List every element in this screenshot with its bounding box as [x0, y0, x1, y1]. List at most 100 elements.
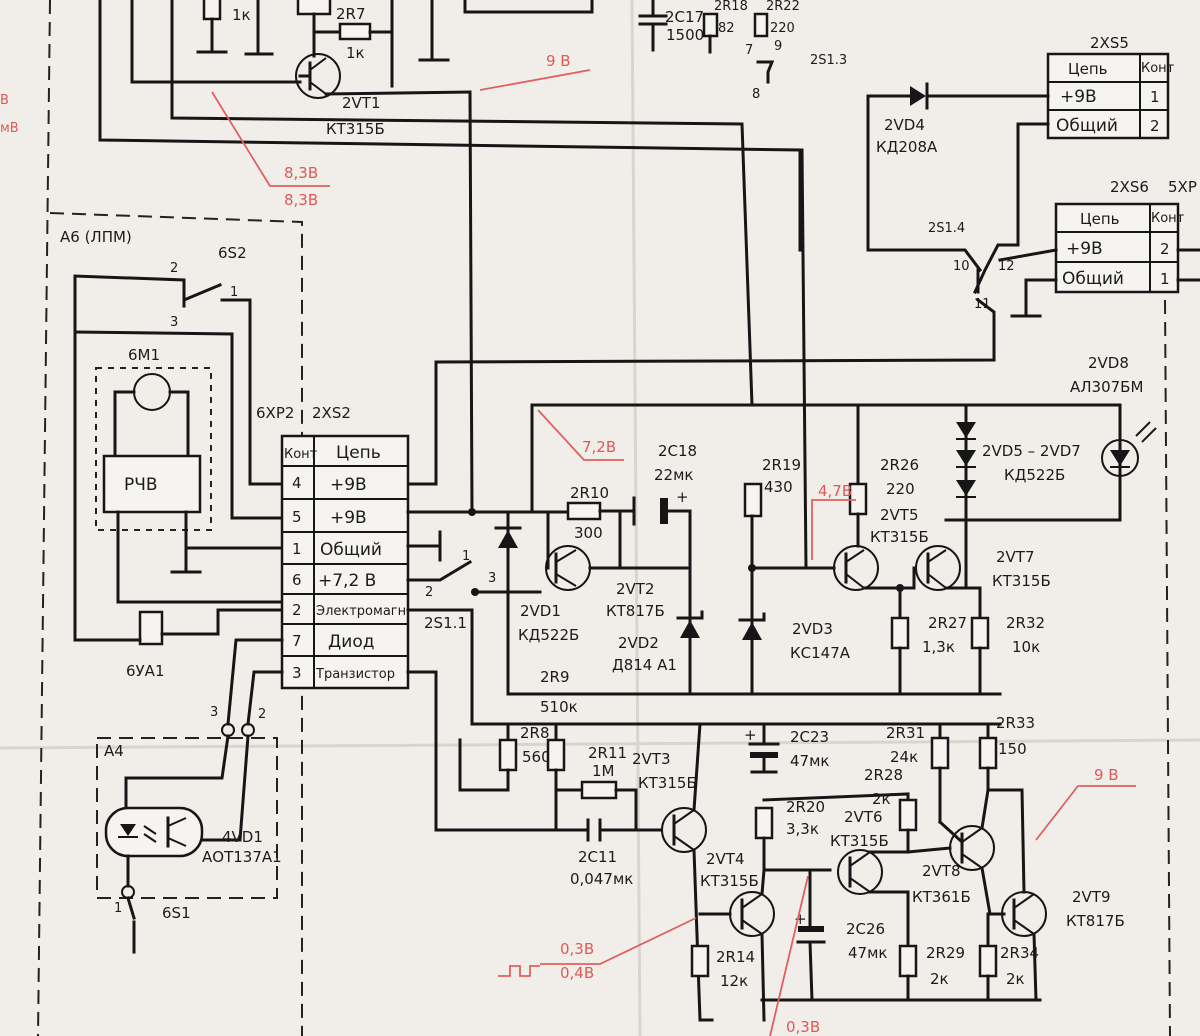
capacitor-c23-plus: +: [744, 726, 757, 744]
resistor-r33-label: 2R33: [996, 714, 1035, 732]
resistor-r19-value: 430: [764, 478, 793, 496]
annotation-04v: 0,4В: [560, 964, 594, 982]
resistor-r31: [930, 736, 950, 770]
diode-vd4: [910, 86, 926, 106]
transistor-vt2-label: 2VT2: [616, 580, 655, 598]
transistor-vt5: [833, 545, 879, 591]
connector-xp5-label: 5ХР: [1168, 178, 1197, 196]
optocoupler-vd1-label: 4VD1: [222, 828, 263, 846]
resistor-r32-value: 10к: [1012, 638, 1040, 656]
xs2-row-5-net: Электромагн: [316, 604, 406, 619]
diodes-vd5-vd7-label: 2VD5 – 2VD7: [982, 442, 1081, 460]
transistor-vt8-label: 2VT8: [922, 862, 961, 880]
annotation-83v-b: 8,3В: [284, 191, 318, 209]
capacitor-c23: [750, 752, 778, 758]
capacitor-c11-value: 0,047мк: [570, 870, 633, 888]
resistor-r9-label: 2R9: [540, 668, 570, 686]
block-a6: А6 (ЛПМ) 6S2 2 3 1 6М1 РЧВ 6УА1 6ХР2 2ХS…: [60, 228, 351, 680]
zener-vd3-type: КС147А: [790, 644, 851, 662]
connector-xp2-label: 6ХР2: [256, 404, 294, 422]
a4-terminal-2: [241, 723, 255, 737]
capacitor-c23-label: 2С23: [790, 728, 829, 746]
transistor-vt1-label: 2VT1: [342, 94, 381, 112]
resistor-r8-value: 560: [522, 748, 551, 766]
resistor-r34-label: 2R34: [1000, 944, 1039, 962]
voltage-annotations: 9 В 8,3В 8,3В 7,2В 4,7В 9 В 0,3В 0,4В 0,…: [0, 52, 1136, 1036]
capacitor-c18: [660, 498, 668, 524]
resistor-r31-value: 24к: [890, 748, 918, 766]
xs2-row-4-net: +7,2 В: [318, 571, 376, 591]
resistor-r22: [753, 12, 769, 38]
transistor-vt5-type: КТ315Б: [870, 528, 929, 546]
capacitor-c23-value: 47мк: [790, 752, 829, 770]
left-dashed-border: [37, 0, 51, 1036]
resistor-r33: [978, 736, 998, 770]
resistor-r26-label: 2R26: [880, 456, 919, 474]
optocoupler-vd1-type: АОТ137А1: [202, 848, 282, 866]
resistor-r8: [498, 738, 518, 772]
capacitor-c26-value: 47мк: [848, 944, 887, 962]
block-a4: А4 3 2 4VD1 АОТ137А1 1 6S1: [104, 638, 284, 954]
block-a4-label: А4: [104, 742, 124, 760]
xs6-row-1-pin: 2: [1160, 240, 1170, 258]
switch-s2-pin-2: 2: [170, 261, 178, 276]
transistor-vt6-type: КТ315Б: [830, 832, 889, 850]
diode-vd1-type: КД522Б: [518, 626, 579, 644]
resistor-r14-label: 2R14: [716, 948, 755, 966]
resistor-r10-value: 300: [574, 524, 603, 542]
transistor-vt9-label: 2VT9: [1072, 888, 1111, 906]
resistor-top-1k-value: 1к: [232, 6, 251, 24]
transistor-vt7-type: КТ315Б: [992, 572, 1051, 590]
xs2-header-circuit: Цепь: [336, 443, 381, 463]
resistor-r7-value: 1к: [346, 44, 365, 62]
xs2-row-3-pin: 1: [292, 540, 302, 558]
solenoid-ya1: [138, 610, 164, 646]
xs5-row-2-pin: 2: [1150, 117, 1160, 135]
speed-regulator-rchv: [102, 454, 202, 514]
connector-xs2-table: [280, 434, 410, 690]
diodes-vd5-vd7-type: КД522Б: [1004, 466, 1065, 484]
xs5-header-contact: Конт: [1141, 61, 1175, 76]
resistor-r31-label: 2R31: [886, 724, 925, 742]
transistor-vt2: [545, 545, 591, 591]
transistor-vt3: [661, 807, 707, 853]
xs2-row-5-pin: 2: [292, 601, 302, 619]
transistor-vt7: [915, 545, 961, 591]
switch-s13-pin-9: 9: [774, 39, 782, 54]
transistor-vt4-type: КТ315Б: [700, 872, 759, 890]
transistor-vt7-label: 2VT7: [996, 548, 1035, 566]
resistor-r20-value: 3,3к: [786, 820, 819, 838]
diode-vd1: [498, 530, 518, 548]
switch-s2-pin-1: 1: [230, 285, 238, 300]
annotation-edge-mv: мВ: [0, 121, 19, 136]
resistor-r28: [898, 798, 918, 832]
resistor-r19: [743, 482, 763, 518]
resistor-top-1k: [202, 0, 222, 21]
led-vd8: [1101, 439, 1139, 477]
xs6-row-2-net: Общий: [1062, 269, 1124, 289]
led-vd8-type: АЛ307БМ: [1070, 378, 1143, 396]
switch-s2-pin-3: 3: [170, 315, 178, 330]
resistor-r34: [978, 944, 998, 978]
resistor-r20: [754, 806, 774, 840]
resistor-r11-value: 1М: [592, 762, 615, 780]
relay-coil-top: [296, 0, 332, 16]
a4-pin-2: 2: [258, 707, 266, 722]
xs5-row-1-net: +9В: [1060, 87, 1097, 107]
resistor-r10-label: 2R10: [570, 484, 609, 502]
xs5-row-2-net: Общий: [1056, 116, 1118, 136]
xs5-header-circuit: Цепь: [1068, 60, 1108, 78]
xs5-row-1-pin: 1: [1150, 88, 1160, 106]
transistor-vt6: [837, 849, 883, 895]
paper-fold-vertical: [630, 0, 642, 1036]
connector-xs6-table: [1054, 202, 1180, 294]
right-dashed-border: [1164, 299, 1171, 1036]
resistor-r28-label: 2R28: [864, 766, 903, 784]
resistor-r34-value: 2к: [1006, 970, 1025, 988]
xs2-row-6-pin: 7: [292, 632, 302, 650]
resistor-r27: [890, 616, 910, 650]
motor-block-border: [95, 367, 212, 531]
resistor-r11: [580, 780, 618, 800]
resistor-r28-value: 2к: [872, 790, 891, 808]
resistor-r27-label: 2R27: [928, 614, 967, 632]
